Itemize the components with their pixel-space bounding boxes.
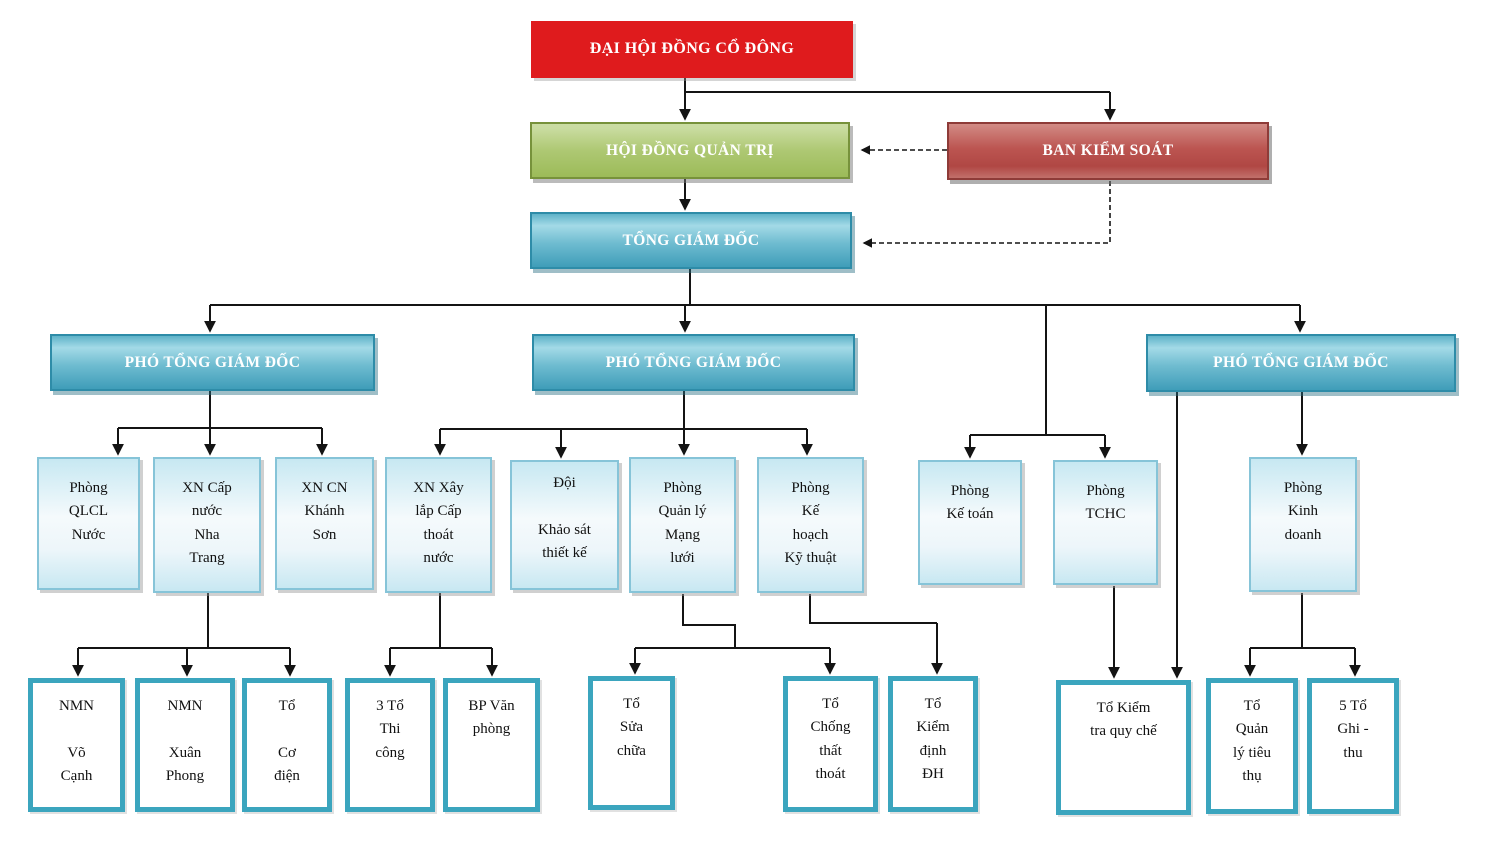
- node-to-chong-that-thoat: Tổ Chống thất thoát: [783, 676, 878, 812]
- node-phong-quan-ly-mang-luoi: Phòng Quản lý Mạng lưới: [629, 457, 736, 593]
- node-doi-khao-sat-thiet-ke: Đội Khảo sát thiết kế: [510, 460, 619, 590]
- node-phong-kinh-doanh: Phòng Kinh doanh: [1249, 457, 1357, 592]
- connector-xaylap-trunk: [390, 593, 492, 649]
- connector-pho2-trunk: [440, 391, 807, 430]
- node-to-co-dien: Tổ Cơ điện: [242, 678, 332, 812]
- connector-pho1-trunk: [118, 391, 322, 429]
- node-to-kiem-tra-quy-che: Tổ Kiểm tra quy chế: [1056, 680, 1191, 815]
- node-phong-ke-hoach-ky-thuat: Phòng Kế hoạch Kỹ thuật: [757, 457, 864, 593]
- node-phong-tchc: Phòng TCHC: [1053, 460, 1158, 585]
- node-ban-kiem-soat: BAN KIỂM SOÁT: [947, 122, 1269, 180]
- node-xn-xay-lap-cap-thoat-nuoc: XN Xây lắp Cấp thoát nước: [385, 457, 492, 593]
- node-bp-van-phong: BP Văn phòng: [443, 678, 540, 812]
- node-pho-tong-giam-doc-1: PHÓ TỔNG GIÁM ĐỐC: [50, 334, 375, 391]
- node-to-kiem-dinh-dh: Tổ Kiểm định ĐH: [888, 676, 978, 812]
- connector-kehoach-trunk: [809, 594, 937, 624]
- node-phong-ke-toan: Phòng Kế toán: [918, 460, 1022, 585]
- node-pho-tong-giam-doc-2: PHÓ TỔNG GIÁM ĐỐC: [532, 334, 855, 391]
- connector-tgd-trunk: [210, 268, 1300, 306]
- connector-tgd-ketoan-tchc: [970, 305, 1105, 436]
- node-3-to-thi-cong: 3 Tổ Thi công: [345, 678, 435, 812]
- node-xn-cn-khanh-son: XN CN Khánh Sơn: [275, 457, 374, 590]
- connector-capnuoc-trunk: [78, 593, 290, 649]
- node-phong-qlcl-nuoc: Phòng QLCL Nước: [37, 457, 140, 590]
- connector-quanly-trunk: [635, 594, 830, 649]
- node-hoi-dong-quan-tri: HỘI ĐỒNG QUẢN TRỊ: [530, 122, 850, 179]
- node-dai-hoi-dong-co-dong: ĐẠI HỘI ĐỒNG CỔ ĐÔNG: [531, 21, 853, 78]
- node-nmn-xuan-phong: NMN Xuân Phong: [135, 678, 235, 812]
- connector-kinhdoanh-trunk: [1250, 593, 1355, 649]
- node-5-to-ghi-thu: 5 Tổ Ghi - thu: [1307, 678, 1399, 814]
- node-to-sua-chua: Tổ Sửa chữa: [588, 676, 675, 810]
- node-tong-giam-doc: TỔNG GIÁM ĐỐC: [530, 212, 852, 269]
- node-nmn-vo-canh: NMN Võ Cạnh: [28, 678, 125, 812]
- dashed-connector-bks-tgd: [862, 181, 1111, 248]
- connector-dhdcd-trunk: [684, 78, 1110, 93]
- node-pho-tong-giam-doc-3: PHÓ TỔNG GIÁM ĐỐC: [1146, 334, 1456, 392]
- node-xn-cap-nuoc-nha-trang: XN Cấp nước Nha Trang: [153, 457, 261, 593]
- node-to-quan-ly-tieu-thu: Tổ Quản lý tiêu thụ: [1206, 678, 1298, 814]
